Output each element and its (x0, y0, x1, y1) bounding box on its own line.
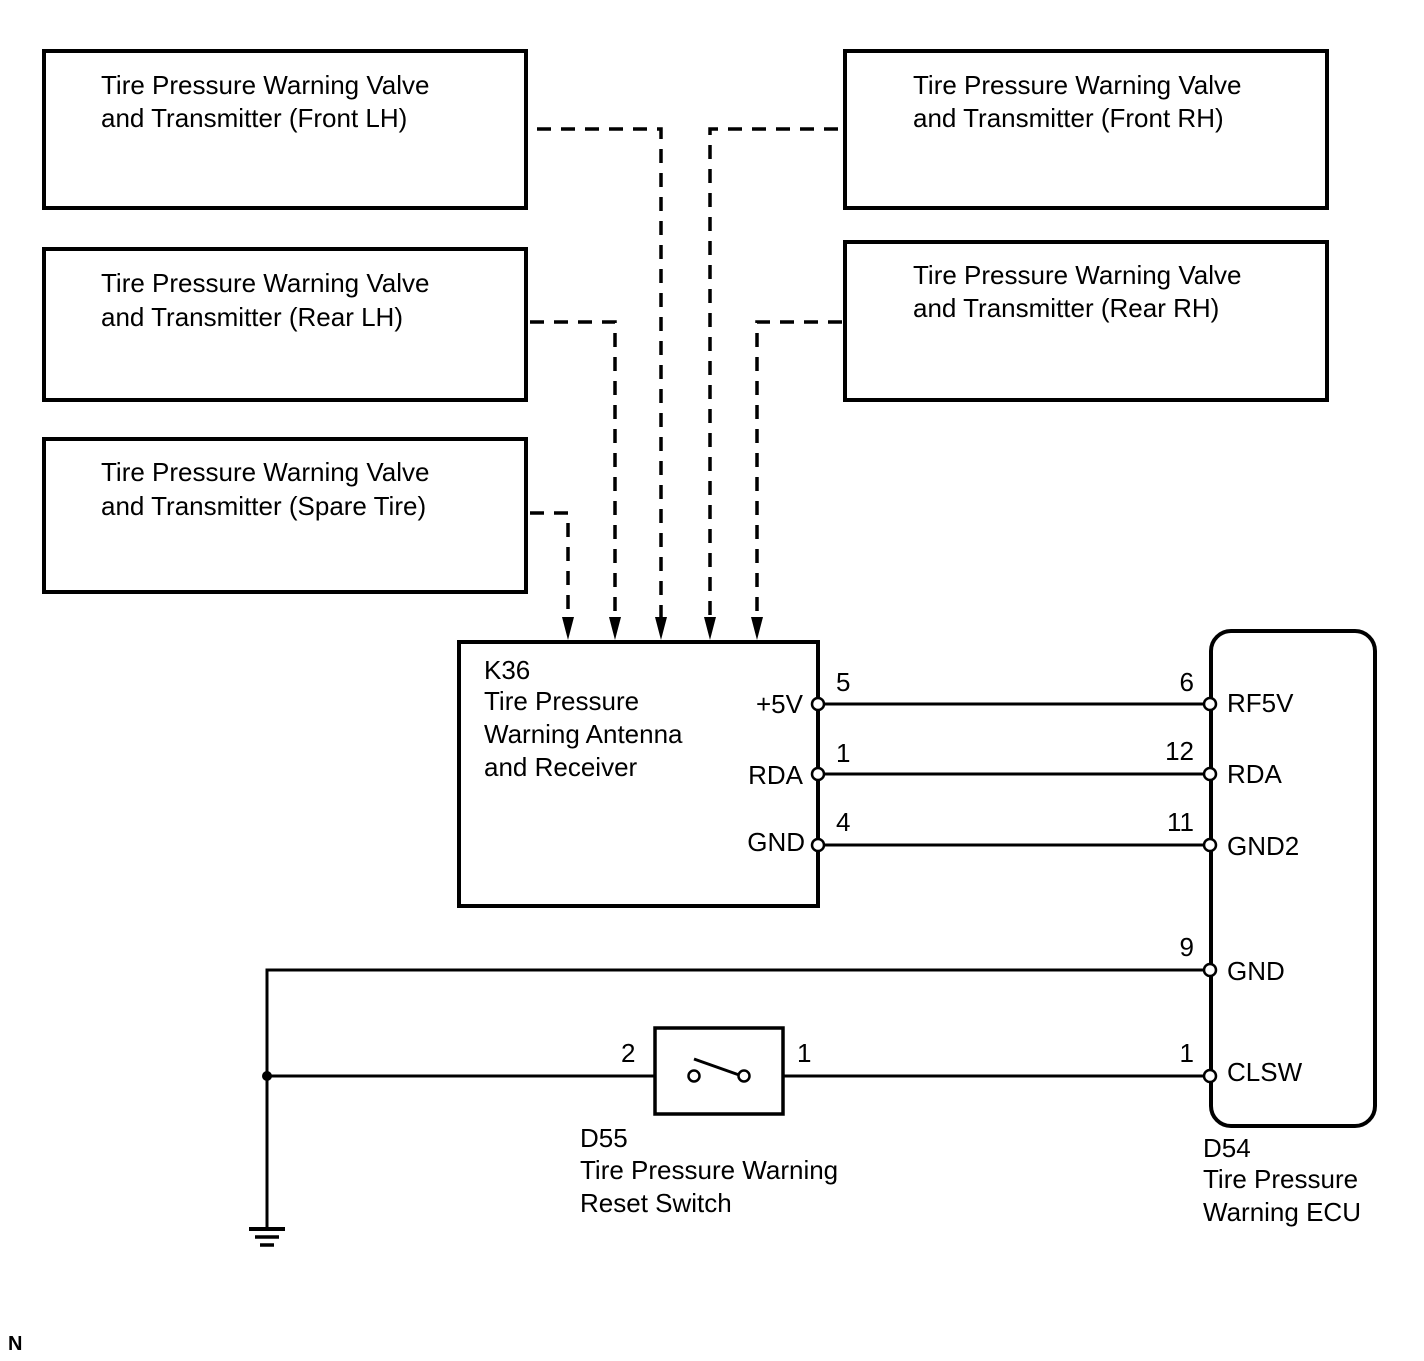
receiver-pin-label-5v: +5V (756, 689, 804, 719)
ecu-pin-label-clsw: CLSW (1227, 1057, 1303, 1087)
arrow-head-rear-rh (751, 617, 763, 640)
ecu-pin-num-12: 12 (1165, 736, 1194, 766)
transmitter-spare: Tire Pressure Warning Valve and Transmit… (42, 437, 528, 594)
ground-symbol (249, 1227, 285, 1247)
ecu-name-line2: Warning ECU (1203, 1197, 1361, 1227)
switch-pin-left: 2 (621, 1038, 635, 1068)
transmitter-front-rh-line1: Tire Pressure Warning Valve (913, 70, 1241, 100)
wire-ecu-gnd-to-ground (265, 968, 1210, 1228)
ecu-terminal-rda (1202, 766, 1218, 782)
transmitter-rear-lh-line1: Tire Pressure Warning Valve (101, 268, 429, 298)
switch-contact-arm (693, 1057, 743, 1078)
switch-name-line2: Reset Switch (580, 1188, 732, 1218)
arrow-heads (562, 617, 763, 640)
ecu-pin-num-6: 6 (1180, 667, 1194, 697)
receiver-terminal-rda (810, 766, 826, 782)
arrow-head-rear-lh (609, 617, 621, 640)
switch-code: D55 (580, 1123, 628, 1153)
receiver-k36: K36 Tire Pressure Warning Antenna and Re… (457, 640, 820, 908)
transmitter-rear-lh-line2: and Transmitter (Rear LH) (101, 302, 403, 332)
switch-name-line1: Tire Pressure Warning (580, 1155, 838, 1185)
transmitter-front-rh: Tire Pressure Warning Valve and Transmit… (843, 49, 1329, 210)
ecu-name-line1: Tire Pressure (1203, 1164, 1358, 1194)
receiver-terminal-5v (810, 696, 826, 712)
transmitter-front-lh-line1: Tire Pressure Warning Valve (101, 70, 429, 100)
ecu-pin-label-gnd2: GND2 (1227, 831, 1299, 861)
ecu-terminal-gnd (1202, 962, 1218, 978)
radio-link-front-lh (537, 127, 663, 618)
ecu-pin-label-gnd: GND (1227, 956, 1285, 986)
transmitter-front-rh-line2: and Transmitter (Front RH) (913, 103, 1224, 133)
switch-contact-right (737, 1069, 751, 1083)
transmitter-front-lh-line2: and Transmitter (Front LH) (101, 103, 407, 133)
arrow-head-front-lh (655, 617, 667, 640)
radio-link-front-rh (708, 127, 838, 618)
switch-pin-right: 1 (797, 1038, 811, 1068)
transmitter-rear-rh-line2: and Transmitter (Rear RH) (913, 293, 1219, 323)
receiver-pin-num-1: 1 (836, 738, 850, 768)
corner-mark: N (8, 1333, 22, 1355)
ecu-pin-label-rda: RDA (1227, 759, 1283, 789)
transmitter-spare-line1: Tire Pressure Warning Valve (101, 457, 429, 487)
radio-link-rear-lh (530, 320, 617, 618)
receiver-name-line2: Warning Antenna (484, 719, 683, 749)
radio-link-rear-rh (755, 320, 842, 618)
radio-link-spare (530, 511, 570, 618)
transmitter-front-lh: Tire Pressure Warning Valve and Transmit… (42, 49, 528, 210)
ecu-terminal-clsw (1202, 1068, 1218, 1084)
receiver-name-line1: Tire Pressure (484, 686, 639, 716)
ecu-terminal-gnd2 (1202, 837, 1218, 853)
arrow-head-spare (562, 617, 574, 640)
receiver-pin-num-4: 4 (836, 807, 850, 837)
ecu-code: D54 (1203, 1133, 1251, 1163)
ecu-pin-label-rf5v: RF5V (1227, 688, 1294, 718)
switch-contact-left (687, 1069, 701, 1083)
ecu-d54: RF5V RDA GND2 GND CLSW D54 Tire Pressure… (1203, 629, 1377, 1227)
ecu-pin-num-1: 1 (1180, 1038, 1194, 1068)
receiver-code: K36 (484, 655, 530, 685)
transmitter-spare-line2: and Transmitter (Spare Tire) (101, 491, 426, 521)
receiver-pin-label-rda: RDA (748, 760, 804, 790)
receiver-name-line3: and Receiver (484, 752, 638, 782)
reset-switch-d55 (653, 1026, 785, 1116)
ecu-pin-num-9: 9 (1180, 932, 1194, 962)
ecu-terminal-rf5v (1202, 696, 1218, 712)
receiver-pin-label-gnd: GND (747, 827, 805, 857)
transmitter-rear-rh: Tire Pressure Warning Valve and Transmit… (843, 240, 1329, 402)
receiver-pin-num-5: 5 (836, 667, 850, 697)
arrow-head-front-rh (704, 617, 716, 640)
ecu-pin-num-11: 11 (1167, 807, 1194, 837)
transmitter-rear-lh: Tire Pressure Warning Valve and Transmit… (42, 247, 528, 402)
receiver-terminal-gnd (810, 837, 826, 853)
transmitter-rear-rh-line1: Tire Pressure Warning Valve (913, 260, 1241, 290)
